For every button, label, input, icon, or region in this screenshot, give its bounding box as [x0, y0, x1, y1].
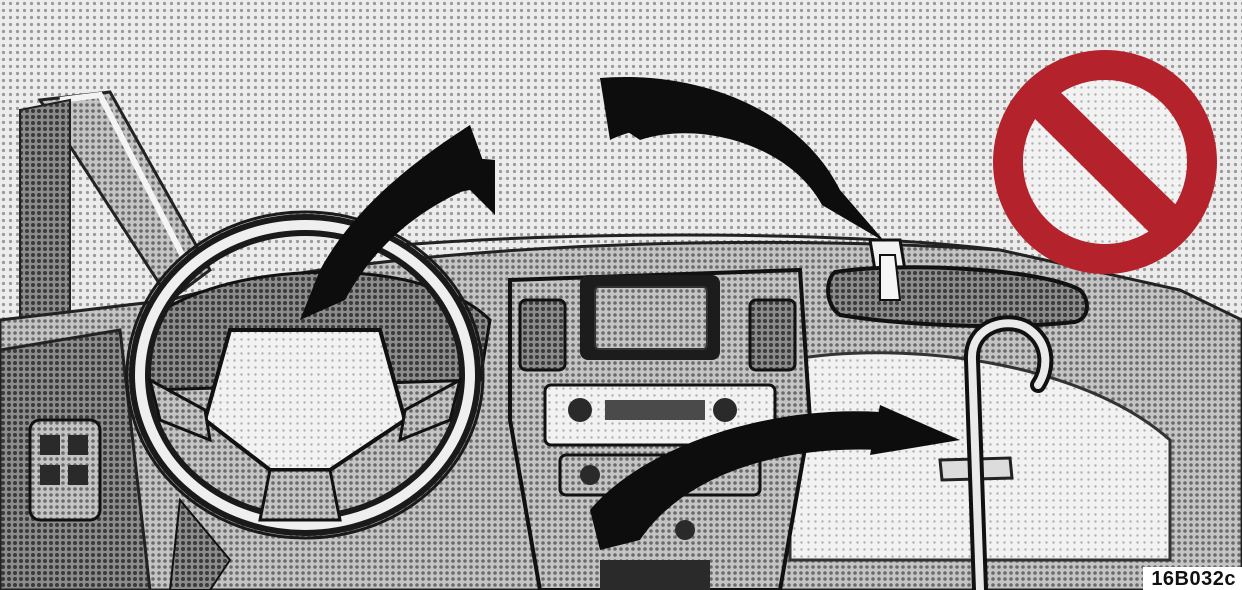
right-vent — [750, 300, 795, 370]
no-symbol-icon — [993, 50, 1217, 274]
left-vent — [520, 300, 565, 370]
figure-code-label: 16B032c — [1143, 567, 1242, 590]
svg-text:•: • — [4, 436, 15, 440]
